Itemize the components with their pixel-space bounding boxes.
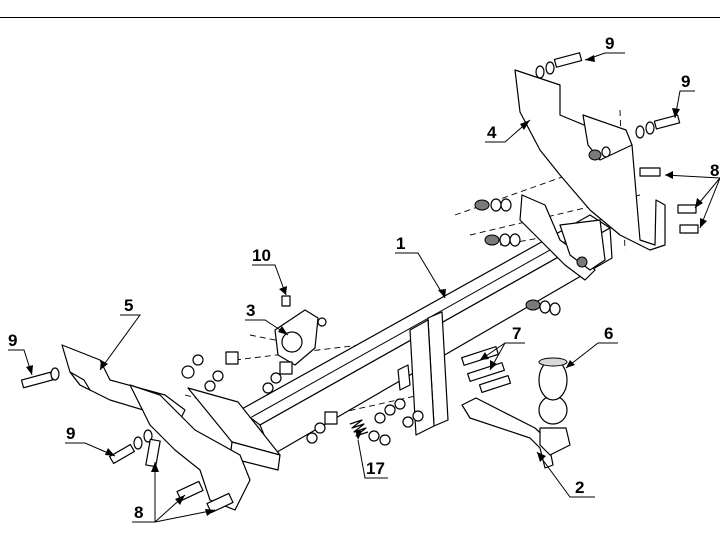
bracket-left	[61, 344, 251, 511]
label-9-top: 9	[605, 34, 614, 53]
ball-cap	[538, 357, 568, 401]
leader-arrowheads	[26, 55, 707, 516]
leader-lines	[8, 52, 720, 523]
label-17: 17	[366, 459, 385, 478]
label-1: 1	[396, 234, 405, 253]
top-border-line	[0, 17, 720, 18]
bolt-pair-7	[461, 346, 512, 394]
nut-washer-stacks	[474, 146, 611, 316]
label-3: 3	[246, 301, 255, 320]
label-9-left-lower: 9	[66, 424, 75, 443]
label-10: 10	[252, 246, 271, 265]
label-2: 2	[575, 478, 584, 497]
label-9-left-upper: 9	[8, 331, 17, 350]
bolt-set-top-right	[535, 52, 699, 234]
label-5: 5	[124, 296, 133, 315]
bracket-right	[514, 69, 666, 281]
bolt-set-middle	[181, 295, 338, 444]
label-7: 7	[512, 324, 521, 343]
label-8-right: 8	[710, 161, 719, 180]
spring-nut-group	[349, 398, 424, 446]
label-9-right: 9	[681, 72, 690, 91]
cross-bar	[187, 214, 613, 471]
socket-plate	[274, 309, 327, 366]
label-6: 6	[604, 324, 613, 343]
label-8-left: 8	[134, 503, 143, 522]
callout-labels: 1 2 3 4 5 6 7 8 8 9 9 9 9 10 17	[8, 34, 719, 522]
label-4: 4	[487, 123, 497, 142]
ball-neck	[461, 395, 571, 469]
